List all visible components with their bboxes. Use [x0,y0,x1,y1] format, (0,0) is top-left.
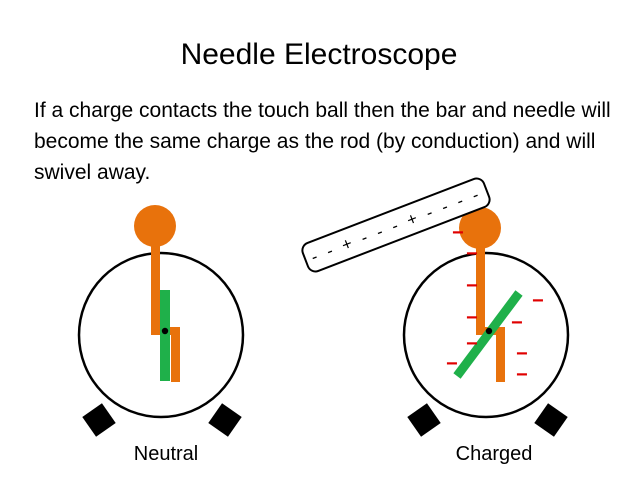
slide-title: Needle Electroscope [180,38,458,71]
charge-sign: − [532,290,544,312]
charge-sign: − [516,343,528,365]
charge-sign: − [466,333,478,355]
slide-description: If a charge contacts the touch ball then… [34,99,611,184]
charge-sign: − [466,275,478,297]
rod-body [301,177,491,273]
neutral-electroscope: Neutral [77,205,245,465]
charged-needle [453,290,523,379]
charge-sign: − [511,312,523,334]
charged-touch-ball [459,207,501,249]
charged-right-foot [534,403,568,437]
charge-sign: − [446,353,458,375]
neutral-needle [160,290,170,381]
charged-bar-upper [476,247,485,330]
charged-electroscope: − − − − − − − − − − Charged [402,207,570,465]
neutral-touch-ball [134,205,176,247]
neutral-bar-upper [151,245,160,330]
neutral-bar-lower [171,327,180,382]
charge-sign: − [466,307,478,329]
charge-sign: − [452,222,464,244]
charge-signs: − − − − − − − − − − [446,222,544,386]
neutral-label: Neutral [134,443,198,465]
charge-sign: − [516,364,528,386]
neutral-pivot [161,327,169,335]
charge-sign: − [466,243,478,265]
charged-bar-lower [496,327,505,382]
charged-pivot [485,327,493,335]
neutral-left-foot [82,403,116,437]
charged-left-foot [407,403,441,437]
neutral-right-foot [208,403,242,437]
charged-label: Charged [456,443,533,465]
